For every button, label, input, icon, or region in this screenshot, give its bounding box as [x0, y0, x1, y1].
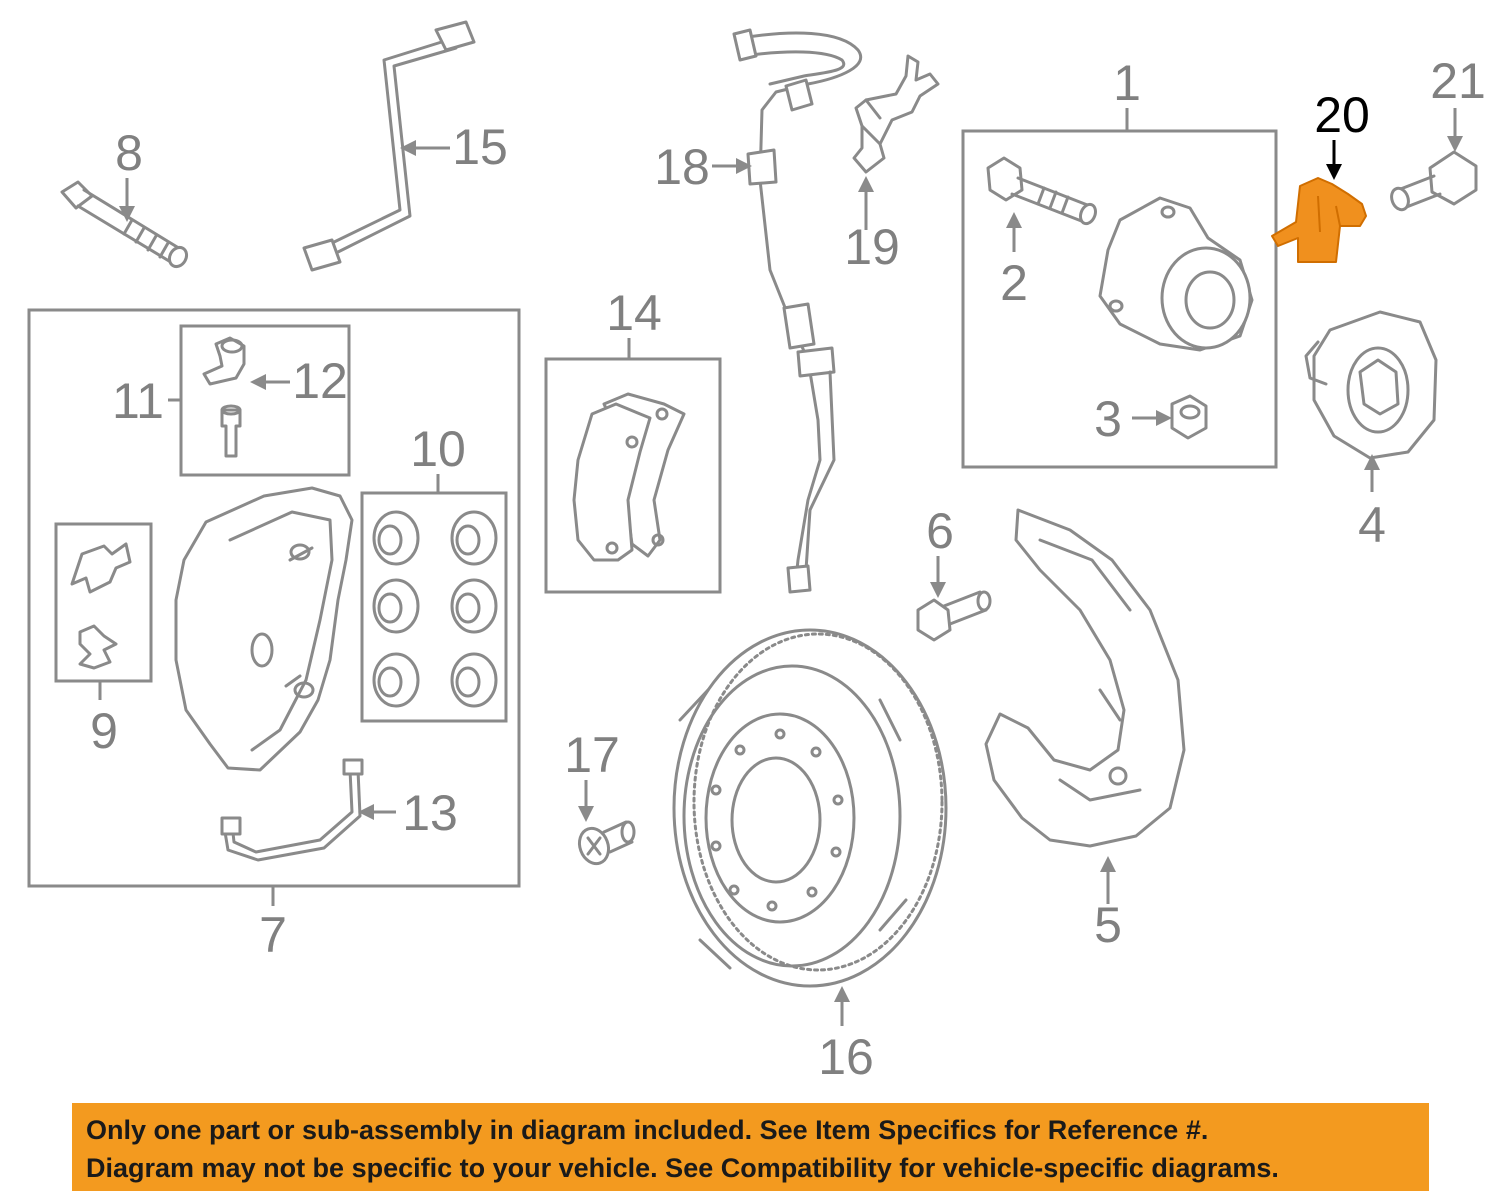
part-14-frame — [544, 357, 722, 594]
part-10-seal-kit — [372, 510, 498, 708]
callout-6: 6 — [926, 503, 954, 559]
part-2-bolt — [986, 156, 1097, 226]
callout-10: 10 — [410, 421, 466, 477]
part-8-bolt — [60, 180, 189, 269]
part-9-clips — [70, 542, 132, 670]
callout-5: 5 — [1094, 897, 1122, 953]
callout-13: 13 — [402, 785, 458, 841]
part-14-brake-pads — [572, 392, 686, 562]
callout-18: 18 — [654, 139, 710, 195]
part-10-frame — [360, 491, 508, 723]
callout-21: 21 — [1430, 53, 1486, 109]
part-3-nut — [1170, 394, 1208, 440]
callout-15: 15 — [452, 119, 508, 175]
callout-19: 19 — [844, 219, 900, 275]
callout-14: 14 — [606, 285, 662, 341]
callout-16: 16 — [818, 1029, 874, 1085]
callouts: 1 2 3 4 5 6 7 8 9 10 11 12 13 14 15 16 1… — [90, 53, 1486, 1085]
part-13-brake-line — [220, 758, 364, 862]
callout-12: 12 — [292, 353, 348, 409]
part-21-bolt — [1390, 150, 1478, 212]
callout-17: 17 — [564, 727, 620, 783]
part-17-screw — [577, 820, 636, 866]
callout-8: 8 — [115, 125, 143, 181]
notice-line-1: Only one part or sub-assembly in diagram… — [86, 1115, 1209, 1145]
part-6-bolt — [916, 590, 992, 642]
part-7-caliper — [174, 486, 354, 772]
part-18-brake-hose — [732, 28, 862, 594]
part-20-highlighted-clip — [1271, 177, 1367, 263]
part-4-hub-flange — [1304, 310, 1438, 460]
part-16-rotor — [672, 628, 948, 988]
part-19-bracket — [852, 54, 940, 174]
callout-4: 4 — [1358, 497, 1386, 553]
part-9-frame — [54, 522, 153, 683]
notice-banner: Only one part or sub-assembly in diagram… — [72, 1103, 1429, 1191]
callout-9: 9 — [90, 703, 118, 759]
part-15-sensor-wire — [302, 20, 476, 272]
callout-3: 3 — [1094, 391, 1122, 447]
part-1-frame — [961, 129, 1278, 469]
part-1-hub-bearing — [1098, 196, 1254, 352]
callout-7: 7 — [259, 907, 287, 963]
part-5-dust-shield — [984, 508, 1186, 848]
part-12-clip — [202, 336, 246, 386]
part-11-pin — [220, 404, 242, 458]
callout-1: 1 — [1113, 55, 1141, 111]
notice-line-2: Diagram may not be specific to your vehi… — [86, 1153, 1279, 1183]
leaders — [98, 108, 1463, 1026]
callout-2: 2 — [1000, 255, 1028, 311]
callout-11: 11 — [112, 373, 164, 429]
callout-20: 20 — [1314, 87, 1370, 143]
